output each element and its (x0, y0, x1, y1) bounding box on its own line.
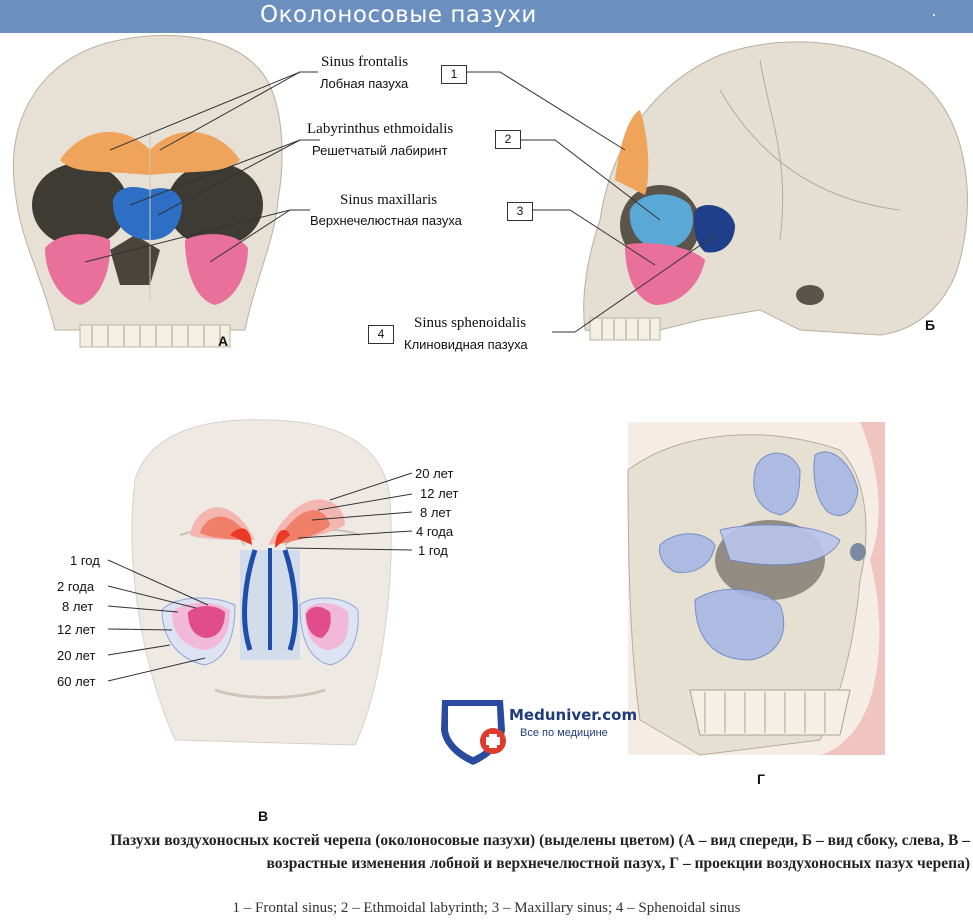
panel-letter-v: В (258, 808, 269, 824)
label-4-russian: Клиновидная пазуха (404, 337, 528, 352)
label-2-number: 2 (495, 130, 521, 149)
age-left-2: 2 года (57, 579, 95, 594)
maxillary-sinus-front-right (185, 234, 248, 305)
figure-caption: Пазухи воздухоносных костей черепа (окол… (110, 832, 970, 872)
label-4-latin: Sinus sphenoidalis (414, 315, 527, 331)
label-2-latin: Labyrinthus ethmoidalis (307, 121, 454, 137)
sphenoid-sinus-lateral (694, 205, 735, 253)
age-left-4: 12 лет (57, 622, 96, 637)
meduniver-logo-icon (441, 700, 506, 765)
skull-lateral-illustration (583, 41, 968, 341)
header-dot (933, 14, 935, 16)
age-left-1: 1 год (70, 553, 100, 568)
panel-letter-b: Б (925, 317, 936, 333)
skull-projection-illustration (627, 422, 885, 756)
leader-lines-b (466, 71, 716, 333)
age-right-2: 12 лет (420, 486, 459, 501)
label-1-latin: Sinus frontalis (321, 54, 409, 70)
age-right-4: 4 года (416, 524, 454, 539)
logo-name[interactable]: Meduniver.com (509, 706, 638, 724)
panel-letter-a: А (218, 333, 229, 349)
age-left-6: 60 лет (57, 674, 96, 689)
label-2-russian: Решетчатый лабиринт (312, 143, 448, 158)
ethmoid-labyrinth-front (112, 187, 182, 240)
frontal-sinus-lateral (615, 110, 649, 195)
maxillary-sinus-front-left (45, 234, 111, 305)
figure-legend: 1 – Frontal sinus; 2 – Ethmoidal labyrin… (232, 900, 741, 916)
skull-front-illustration (12, 34, 283, 348)
label-3-latin: Sinus maxillaris (340, 192, 438, 208)
age-left-3: 8 лет (62, 599, 94, 614)
age-right-3: 8 лет (420, 505, 452, 520)
age-right-5: 1 год (418, 543, 448, 558)
label-3-russian: Верхнечелюстная пазуха (310, 213, 462, 228)
face-growth-illustration (131, 419, 392, 746)
label-1-number: 1 (441, 65, 467, 84)
label-3-number: 3 (507, 202, 533, 221)
logo-tagline: Все по медицине (520, 727, 608, 739)
label-4-number: 4 (368, 325, 394, 344)
leader-lines-v (107, 472, 413, 682)
header-bar: Околоносовые пазухи (0, 0, 973, 33)
ethmoid-labyrinth-lateral (629, 194, 693, 250)
age-left-5: 20 лет (57, 648, 96, 663)
page-title: Околоносовые пазухи (260, 2, 537, 28)
leader-lines-a (84, 71, 320, 263)
label-1-russian: Лобная пазуха (320, 76, 409, 91)
panel-letter-g: Г (757, 771, 765, 787)
age-right-1: 20 лет (415, 466, 454, 481)
